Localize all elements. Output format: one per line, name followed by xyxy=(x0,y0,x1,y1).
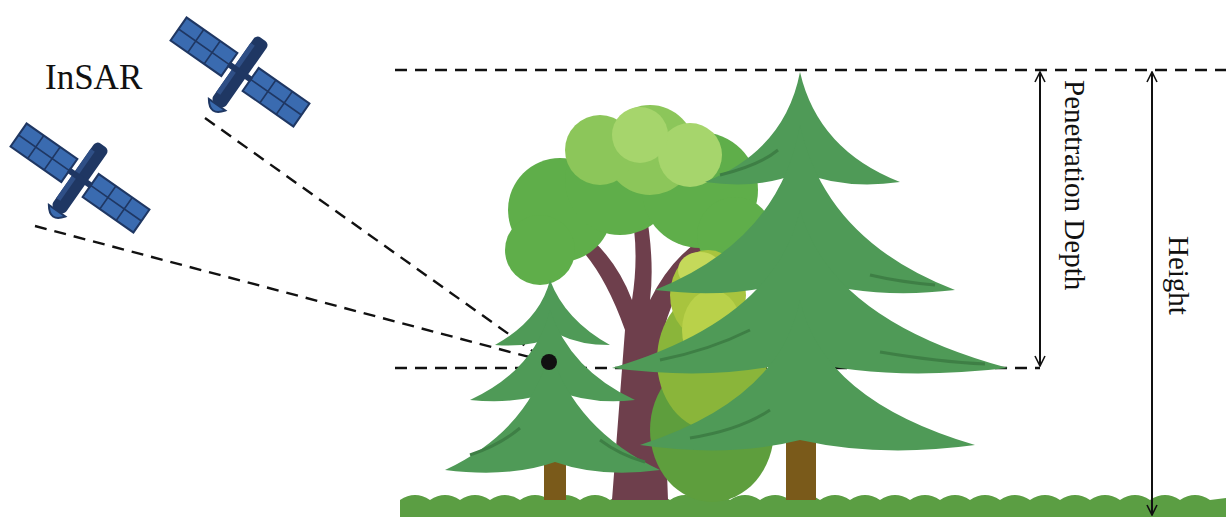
satellite xyxy=(0,102,164,259)
dimension-label: Height xyxy=(1164,236,1193,315)
conifer-tree xyxy=(445,280,660,500)
dimension-arrow xyxy=(1039,72,1041,366)
satellite xyxy=(152,0,325,154)
system-label: InSAR xyxy=(45,60,142,95)
dimension-arrow xyxy=(1151,72,1153,515)
scattering-point xyxy=(541,354,557,370)
dimension-label: Penetration Depth xyxy=(1060,80,1089,290)
conifer-tree xyxy=(612,72,1008,500)
